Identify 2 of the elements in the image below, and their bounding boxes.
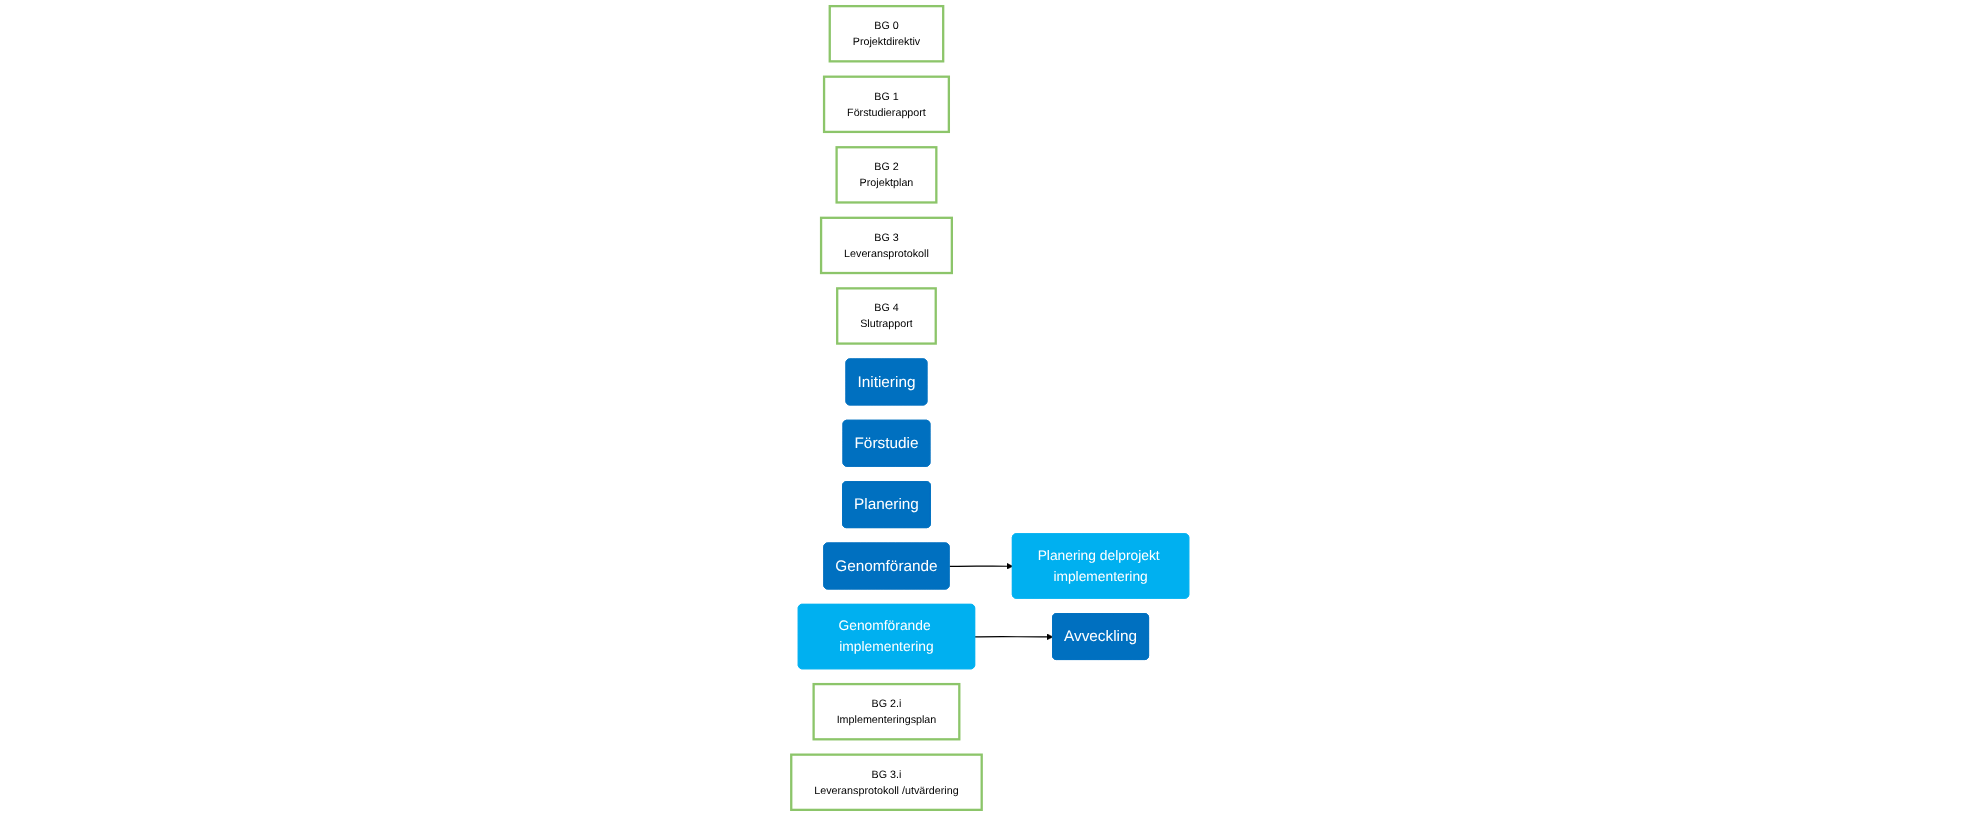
arrow: [948, 562, 1014, 570]
arrow: [974, 633, 1054, 641]
